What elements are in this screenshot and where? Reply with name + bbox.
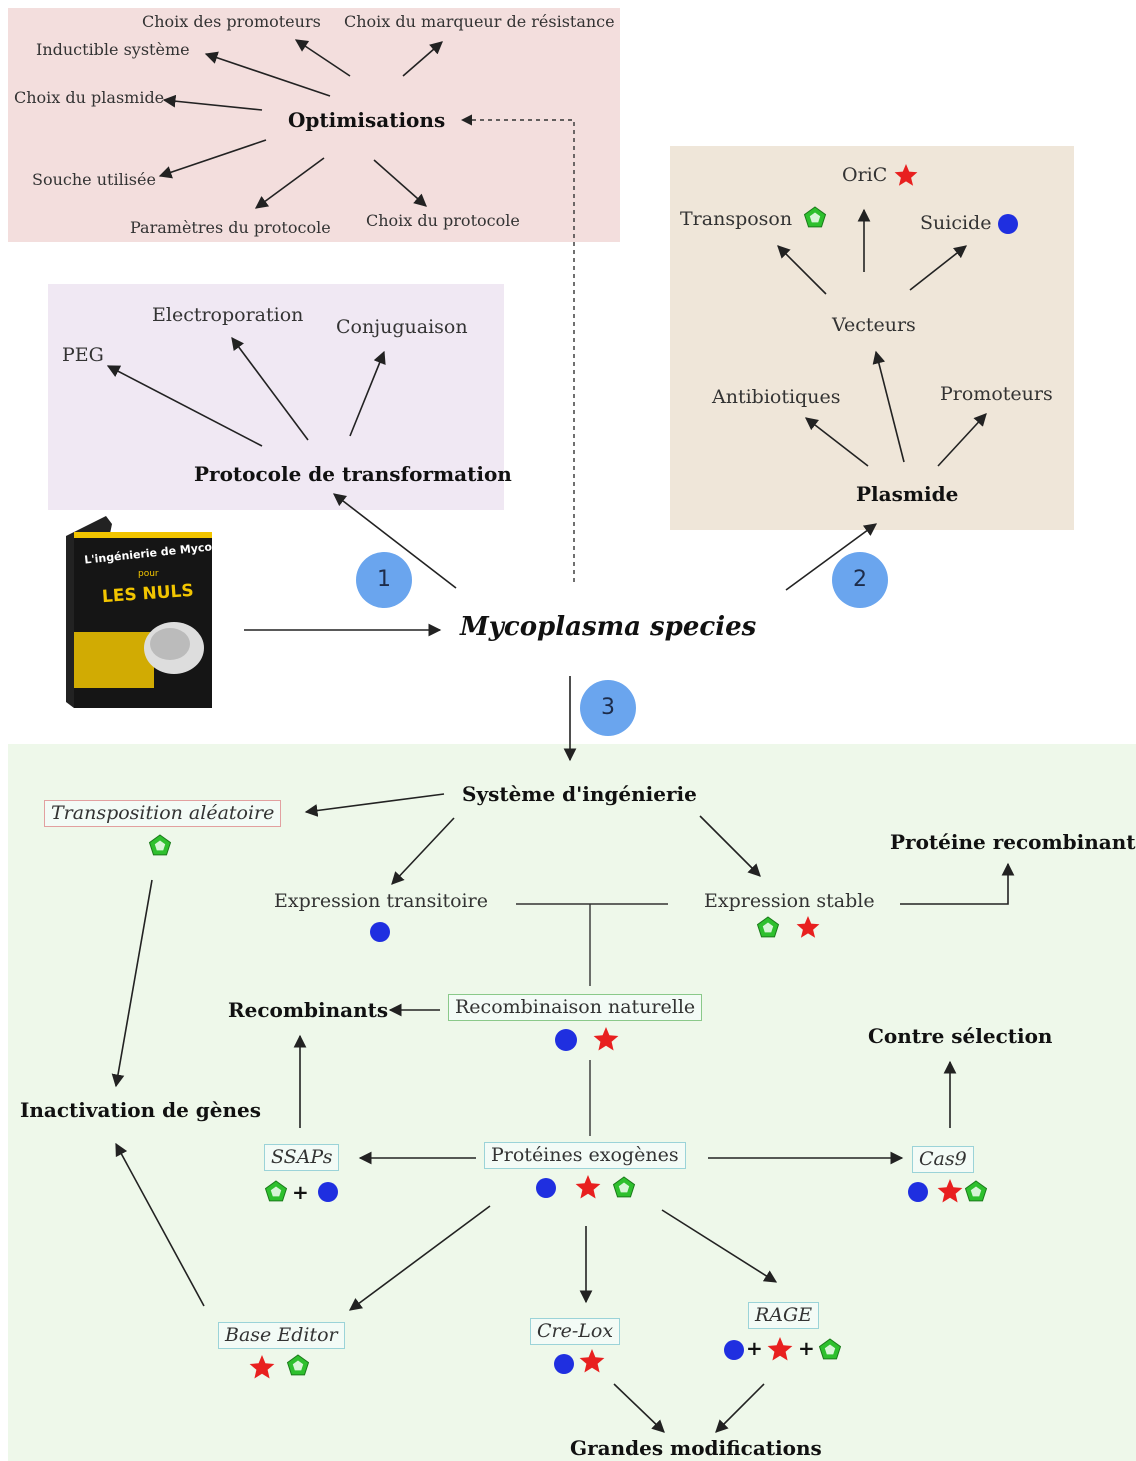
base-editor-green-pentagon-icon [286, 1354, 310, 1376]
transposition-green-pentagon-icon [148, 834, 172, 856]
cas9: Cas9 [912, 1146, 974, 1173]
tr-electroporation: Electroporation [152, 304, 304, 326]
step-3-badge: 3 [580, 680, 636, 736]
plasmide-title: Plasmide [856, 482, 959, 506]
systeme-ingenierie: Système d'ingénierie [462, 782, 697, 806]
grandes-modifications: Grandes modifications [570, 1436, 822, 1460]
opt-inductible: Inductible système [36, 40, 190, 59]
base-editor: Base Editor [218, 1322, 345, 1349]
cas9-blue-dot-icon [908, 1182, 928, 1202]
tr-conjuguaison: Conjuguaison [336, 316, 468, 338]
transformation-title: Protocole de transformation [194, 462, 512, 486]
opt-plasmide: Choix du plasmide [14, 88, 165, 107]
tr-peg: PEG [62, 344, 104, 366]
exogenes-green-pentagon-icon [612, 1176, 636, 1198]
recombinaison-naturelle: Recombinaison naturelle [448, 994, 703, 1021]
rage-green-pentagon-icon [818, 1338, 842, 1360]
pl-antibiotiques: Antibiotiques [712, 386, 841, 408]
cas9-red-star-icon [937, 1179, 963, 1203]
pl-vecteurs: Vecteurs [832, 314, 916, 336]
ssaps-blue-dot-icon [318, 1182, 338, 1202]
rage-red-star-icon [767, 1337, 793, 1361]
transposition-aleatoire: Transposition aléatoire [44, 800, 282, 827]
crelox-blue-dot-icon [554, 1354, 574, 1374]
book-illustration [66, 516, 212, 708]
naturelle-blue-dot-icon [555, 1029, 577, 1051]
step-2-badge: 2 [832, 552, 888, 608]
opt-choix-protocole: Choix du protocole [366, 211, 520, 230]
plus-sign-ssaps: + [292, 1180, 309, 1204]
pl-transposon: Transposon [680, 208, 793, 230]
ssaps-green-pentagon-icon [264, 1180, 288, 1202]
exogenes-red-star-icon [575, 1175, 601, 1199]
recombinants: Recombinants [228, 998, 389, 1022]
optimisations-title: Optimisations [288, 108, 446, 132]
plus-sign-rage-2: + [798, 1336, 815, 1360]
pl-suicide: Suicide [920, 212, 992, 234]
transposon-green-pentagon-icon [803, 206, 827, 228]
opt-souche: Souche utilisée [32, 170, 156, 189]
base-editor-red-star-icon [249, 1355, 275, 1379]
crelox-red-star-icon [579, 1349, 605, 1373]
mycoplasma-species: Mycoplasma species [460, 612, 757, 642]
cre-lox: Cre-Lox [530, 1318, 621, 1345]
book-subtitle: pour [138, 569, 159, 579]
step-1-badge: 1 [356, 552, 412, 608]
proteines-exogenes: Protéines exogènes [484, 1142, 686, 1169]
opt-marqueur: Choix du marqueur de résistance [344, 12, 615, 31]
stable-red-star-icon [796, 916, 820, 938]
expression-transitoire: Expression transitoire [274, 890, 488, 912]
naturelle-red-star-icon [593, 1027, 619, 1051]
pl-promoteurs: Promoteurs [940, 383, 1053, 405]
inactivation-genes: Inactivation de gènes [20, 1098, 262, 1122]
contre-selection: Contre sélection [868, 1024, 1053, 1048]
plus-sign-rage-1: + [746, 1336, 763, 1360]
optimisations-panel [8, 8, 620, 242]
opt-promoteurs: Choix des promoteurs [142, 12, 321, 31]
exogenes-blue-dot-icon [536, 1178, 556, 1198]
rage-blue-dot-icon [724, 1340, 744, 1360]
proteine-recombinante: Protéine recombinante [890, 830, 1136, 854]
stable-green-pentagon-icon [756, 916, 780, 938]
ssaps: SSAPs [264, 1144, 340, 1171]
cas9-green-pentagon-icon [964, 1180, 988, 1202]
suicide-blue-dot-icon [998, 214, 1018, 234]
expression-stable: Expression stable [704, 890, 875, 912]
rage: RAGE [748, 1302, 820, 1329]
plasmide-panel [670, 146, 1074, 530]
book-cover: L'ingénierie de Myco pour LES NULS [66, 512, 213, 708]
transitoire-blue-dot-icon [370, 922, 390, 942]
oric-red-star-icon [894, 164, 918, 186]
opt-parametres: Paramètres du protocole [130, 218, 331, 237]
pl-oric: OriC [842, 164, 888, 186]
